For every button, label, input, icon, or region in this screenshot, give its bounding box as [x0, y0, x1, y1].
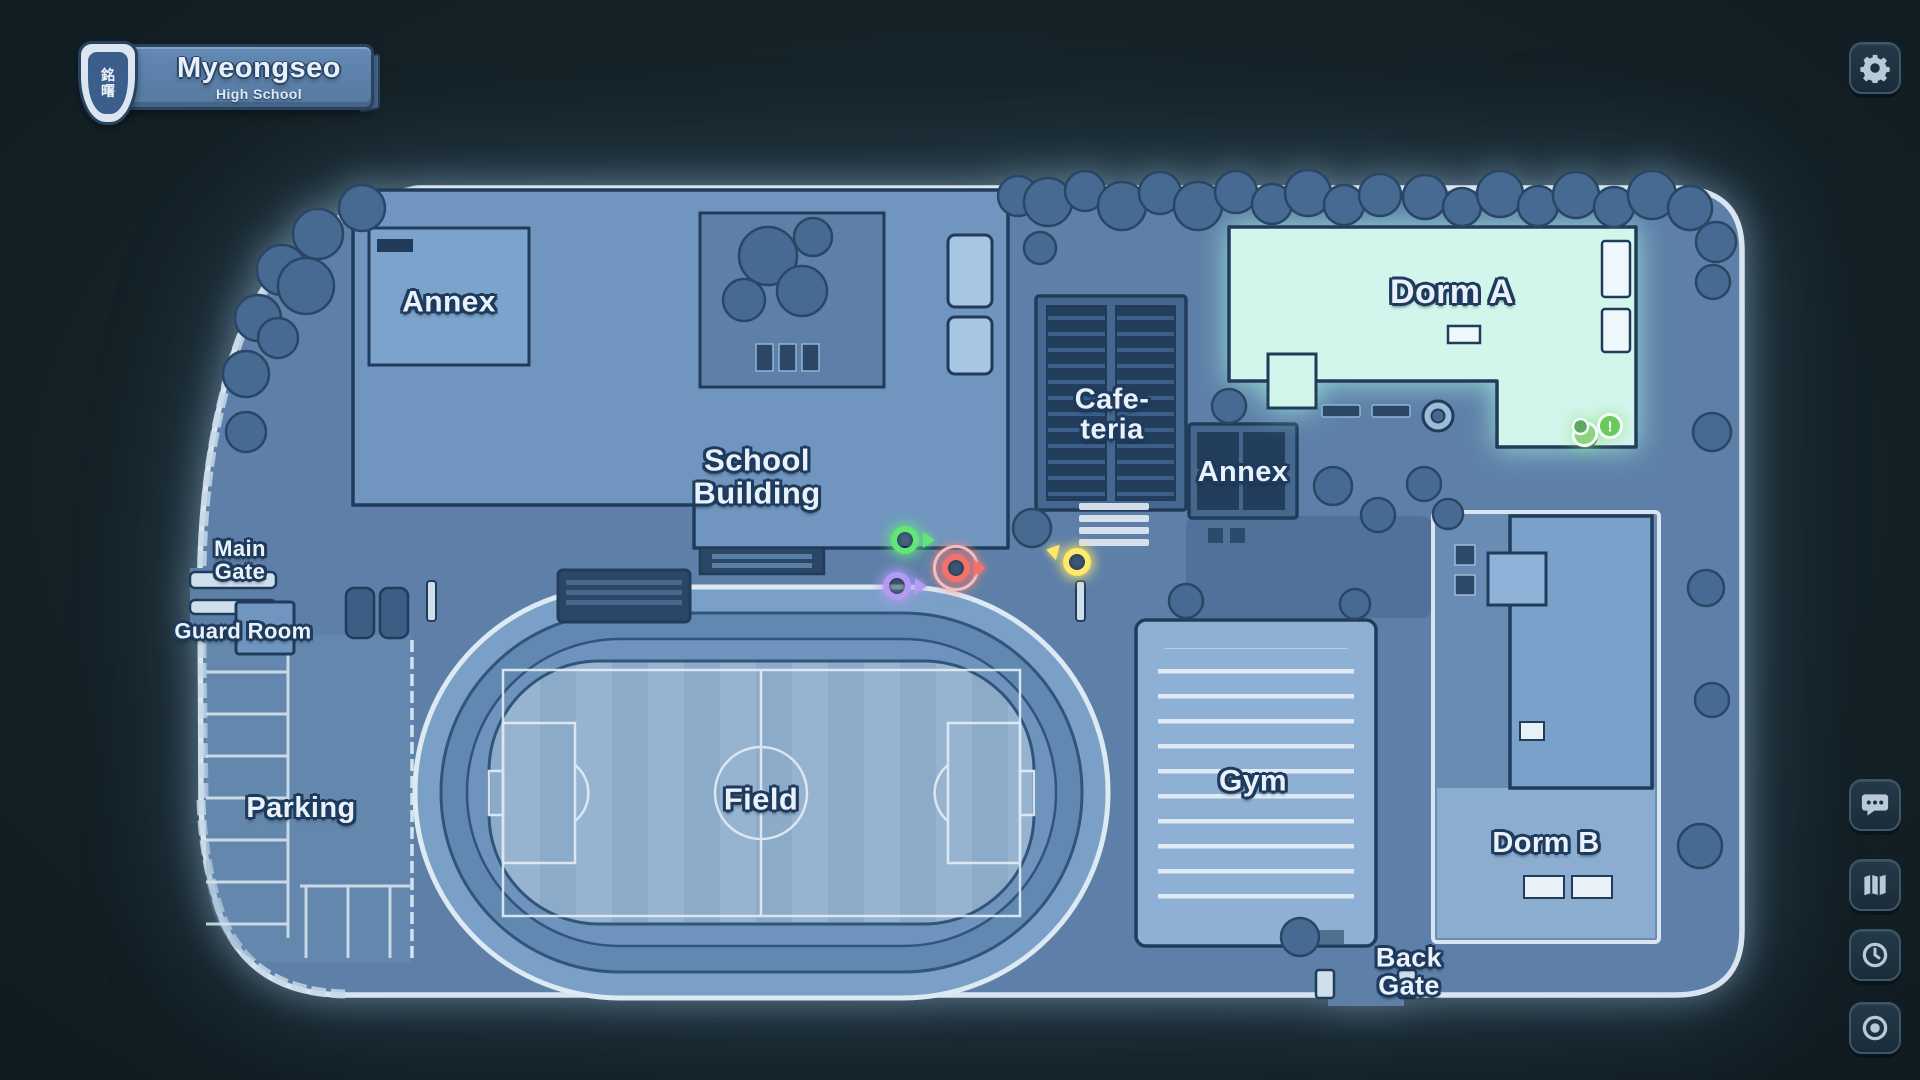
school-banner: Myeongseo High School 銘曙	[78, 36, 376, 130]
direction-arrow-icon	[923, 532, 935, 548]
direction-arrow-icon	[915, 578, 927, 594]
guard-room-building	[234, 600, 296, 656]
dorm-a-building	[1227, 225, 1638, 449]
marker-ring	[942, 554, 970, 582]
record-icon	[1862, 1015, 1888, 1041]
history-button[interactable]	[1849, 929, 1901, 981]
speech-bubble-icon	[1861, 794, 1889, 816]
school-entrance	[698, 546, 826, 576]
parking-lot	[205, 586, 414, 962]
map-button[interactable]	[1849, 859, 1901, 911]
marker-ring	[891, 526, 919, 554]
svg-text:!: !	[1608, 419, 1613, 436]
main-gate	[188, 568, 296, 656]
clock-icon	[1862, 942, 1888, 968]
gear-icon	[1860, 54, 1890, 83]
dorm-b-compound	[1431, 510, 1661, 944]
marker-ring	[883, 572, 911, 600]
sports-field	[412, 568, 1111, 1001]
banner-ribbon: Myeongseo High School	[88, 44, 374, 120]
marker-ring	[1063, 548, 1091, 576]
settings-button[interactable]	[1849, 42, 1901, 94]
dorm-a-yard	[1321, 399, 1455, 433]
player-sprite: !	[1571, 413, 1623, 449]
annex-mid-building	[1187, 422, 1299, 520]
alert-badge: !	[1597, 413, 1623, 439]
gym-building	[1134, 618, 1378, 948]
chat-button[interactable]	[1849, 779, 1901, 831]
back-gate	[1314, 968, 1418, 1006]
school-subtitle: High School	[215, 86, 303, 102]
direction-arrow-icon	[974, 560, 986, 576]
cafeteria-building	[1034, 294, 1188, 546]
emblem-characters: 銘曙	[88, 52, 128, 114]
school-emblem: 銘曙	[78, 41, 138, 125]
record-button[interactable]	[1849, 1002, 1901, 1054]
grandstand	[556, 568, 692, 624]
trees	[221, 168, 1738, 958]
crosswalk	[1079, 503, 1149, 546]
player-character[interactable]: !	[1560, 400, 1626, 467]
map-icon	[1864, 874, 1886, 896]
school-name: Myeongseo	[176, 52, 342, 84]
